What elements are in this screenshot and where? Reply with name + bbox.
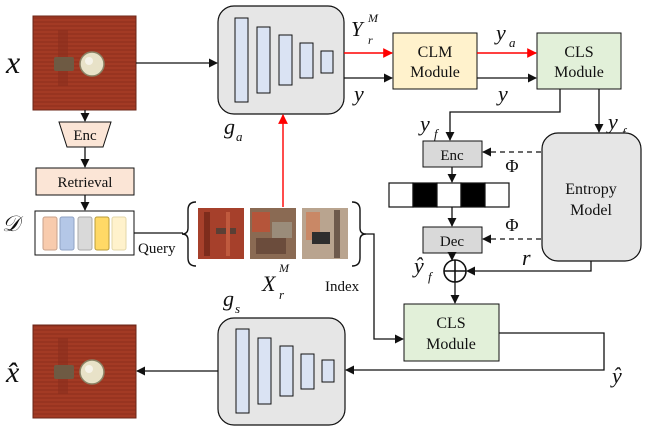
clm-module-line1: CLM [418,44,453,61]
gs-label: g s [223,286,240,316]
bitstream [388,182,510,208]
svg-text:r: r [279,287,285,302]
enc-left-trapezoid [58,121,112,148]
yf-left-label: y f [418,111,440,141]
database-d-label: 𝒟 [2,211,24,236]
retrieved-image-1 [198,208,244,259]
reconstructed-image [32,324,137,419]
svg-text:y: y [494,20,506,45]
arrow-index [366,233,404,344]
entropy-line2: Model [570,202,612,219]
YrM-label: Y M r [351,11,379,47]
svg-text:ŷ: ŷ [412,253,424,278]
sum-operator [443,259,467,283]
x-rM-label: X M r [261,261,290,302]
enc-left-label: Enc [73,128,97,144]
clm-module-line2: Module [410,64,460,81]
arrow-yhat-to-gs [345,332,605,375]
svg-text:g: g [224,114,235,139]
cls-module-bottom-box [403,303,500,362]
arrow-cls-to-enc-right [445,89,561,141]
query-label: Query [138,241,176,257]
cls-top-line1: CLS [564,44,593,61]
right-brace [351,201,367,267]
svg-text:a: a [236,129,243,144]
left-brace [181,201,197,267]
enc-right-box [422,140,483,168]
y-label-clm: y [496,81,508,106]
svg-text:f: f [434,126,440,141]
cls-bottom-line1: CLS [436,315,465,332]
svg-text:y: y [606,109,618,134]
cls-bottom-line2: Module [426,336,476,353]
clm-module-box [392,32,478,90]
enc-right-label: Enc [440,148,464,164]
svg-text:s: s [235,301,240,316]
index-label: Index [325,279,360,295]
svg-text:X: X [261,271,277,296]
cls-module-top-box [536,32,622,90]
cls-top-line2: Module [554,64,604,81]
svg-text:y: y [418,111,430,136]
retrieved-image-2 [250,208,296,259]
input-x-label: x [5,44,20,80]
phi-bottom-label: Φ [505,215,518,235]
output-x-hat-label: x̂ [5,356,20,389]
ga-label: g a [224,114,243,144]
database-entries [42,216,127,251]
svg-text:f: f [428,269,434,284]
y-hat-label: ŷ [610,363,622,388]
gs-layers [235,328,335,414]
arrow-r [466,261,592,276]
ga-layers [234,17,334,103]
input-image [32,15,137,111]
svg-text:M: M [278,261,290,275]
entropy-line1: Entropy [565,181,617,198]
yf-hat-label: ŷ f [412,253,434,284]
svg-text:a: a [509,35,516,50]
retrieved-image-3 [302,208,348,259]
retrieval-label: Retrieval [58,175,113,191]
phi-top-label: Φ [505,156,518,176]
retrieval-box [35,167,135,196]
svg-text:M: M [367,11,379,25]
ya-label: y a [494,20,516,50]
svg-text:r: r [368,33,373,47]
svg-text:Y: Y [351,17,365,41]
r-label: r [522,245,531,270]
svg-text:g: g [223,286,234,311]
y-label-ga: y [352,81,364,106]
dec-label: Dec [440,234,464,250]
dec-box [422,226,483,254]
